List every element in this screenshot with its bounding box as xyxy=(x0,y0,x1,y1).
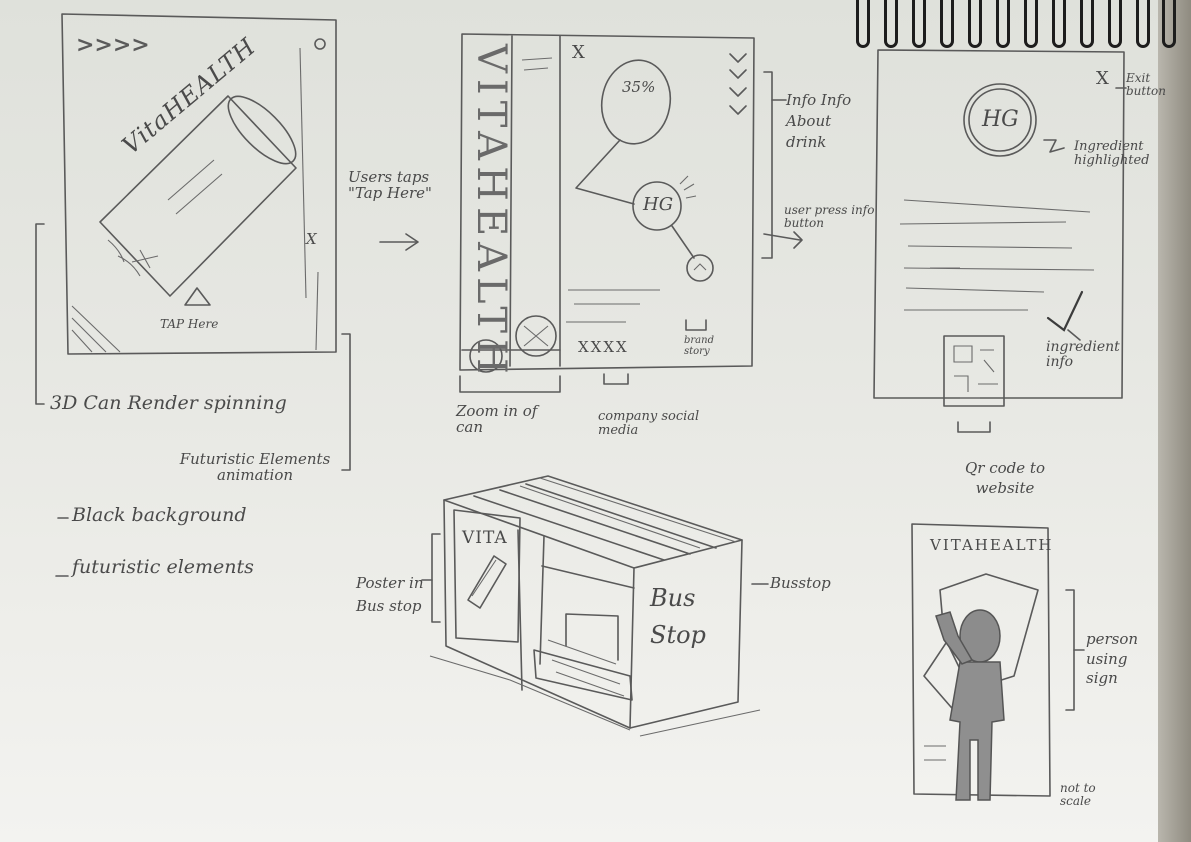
hg-bubble xyxy=(632,175,697,231)
qr-code[interactable] xyxy=(943,335,1005,407)
binding-ring xyxy=(1136,0,1150,48)
binding-ring xyxy=(940,0,954,48)
poster-bracket xyxy=(421,533,441,623)
render-bracket xyxy=(35,223,45,405)
note-busstop: Busstop xyxy=(770,574,831,592)
binding-ring xyxy=(1080,0,1094,48)
tap-here-label[interactable]: TAP Here xyxy=(160,317,219,331)
note-person-using-sign: person using sign xyxy=(1086,630,1139,687)
hg-ingredient-circle xyxy=(963,83,1037,157)
poster-title: VITAHEALTH xyxy=(930,536,1054,554)
screen-1-hatching xyxy=(71,305,121,353)
bus-stop-structure xyxy=(429,475,761,737)
vertical-brand-text: VITAHEALTH xyxy=(468,44,514,380)
info-bracket xyxy=(761,71,803,259)
screen-2-frame xyxy=(459,33,755,371)
screen-3-frame xyxy=(873,49,1125,399)
percent-bubble xyxy=(600,59,672,145)
close-x-icon[interactable]: X xyxy=(1096,68,1109,89)
percent-value: 35% xyxy=(622,78,656,96)
ingredient-pointer xyxy=(1043,139,1065,153)
binding-ring xyxy=(1108,0,1122,48)
sketchbook-edge xyxy=(1158,0,1191,842)
hg-label: HG xyxy=(643,194,674,215)
binding-ring xyxy=(996,0,1010,48)
note-social-media: company social media xyxy=(598,409,700,438)
bubble-connectors xyxy=(575,139,695,259)
screen-1-frame xyxy=(61,13,337,355)
binding-ring xyxy=(1162,0,1176,48)
flow-arrow xyxy=(379,233,419,251)
binding-ring xyxy=(968,0,982,48)
futuristic-bracket xyxy=(341,333,351,471)
note-futuristic-animation: Futuristic Elements animation xyxy=(179,450,331,484)
person-bracket xyxy=(1065,589,1085,711)
note-black-background: Black background xyxy=(72,504,247,526)
note-ingredient-info: ingredient info xyxy=(1046,339,1120,370)
note-user-press-info: user press info button xyxy=(784,203,875,230)
zoom-bracket xyxy=(459,375,561,393)
3d-can xyxy=(99,95,297,297)
note-poster-bus-stop: Poster in Bus stop xyxy=(356,574,424,615)
note-info-about-drink: Info Info About drink xyxy=(786,91,852,151)
brand-story-label: brand story xyxy=(684,335,714,357)
note-futuristic-elements: futuristic elements xyxy=(72,556,254,578)
note-qr-code: Qr code to website xyxy=(965,459,1045,498)
binding-ring xyxy=(912,0,926,48)
tap-triangle-icon xyxy=(184,287,211,306)
note-zoom-can: Zoom in of can xyxy=(456,402,538,436)
brand-story-bracket xyxy=(685,319,707,331)
hg-ingredient-label: HG xyxy=(982,107,1019,132)
binding-ring xyxy=(1024,0,1038,48)
close-x-icon[interactable]: X xyxy=(306,230,317,248)
note-exit-button: Exit button xyxy=(1126,71,1167,98)
note-not-to-scale: not to scale xyxy=(1060,781,1096,808)
scroll-chevrons-icon[interactable] xyxy=(729,53,747,115)
binding-ring xyxy=(1052,0,1066,48)
note-user-taps: Users taps "Tap Here" xyxy=(348,168,432,202)
zoom-can-art xyxy=(469,315,557,373)
person-silhouette xyxy=(935,609,1005,801)
close-x-icon[interactable]: X xyxy=(572,42,585,63)
note-3d-render: 3D Can Render spinning xyxy=(50,392,287,414)
binding-ring xyxy=(884,0,898,48)
binding-ring xyxy=(856,0,870,48)
bus-stop-sign-text: Bus Stop xyxy=(650,584,706,650)
poster-in-shelter xyxy=(467,555,507,609)
ingredient-check-icon xyxy=(1046,290,1084,341)
poster-frame xyxy=(911,523,1051,797)
note-ingredient-highlighted: Ingredient highlighted xyxy=(1074,139,1150,168)
social-icons[interactable]: XXXX xyxy=(578,338,629,356)
menu-circle-icon xyxy=(314,38,326,50)
arrows-icon[interactable]: >>>> xyxy=(76,32,150,58)
shelter-vita-text: VITA xyxy=(462,528,508,548)
info-button-icon[interactable] xyxy=(686,254,714,282)
qr-bracket xyxy=(957,421,991,433)
social-bracket xyxy=(603,373,629,385)
